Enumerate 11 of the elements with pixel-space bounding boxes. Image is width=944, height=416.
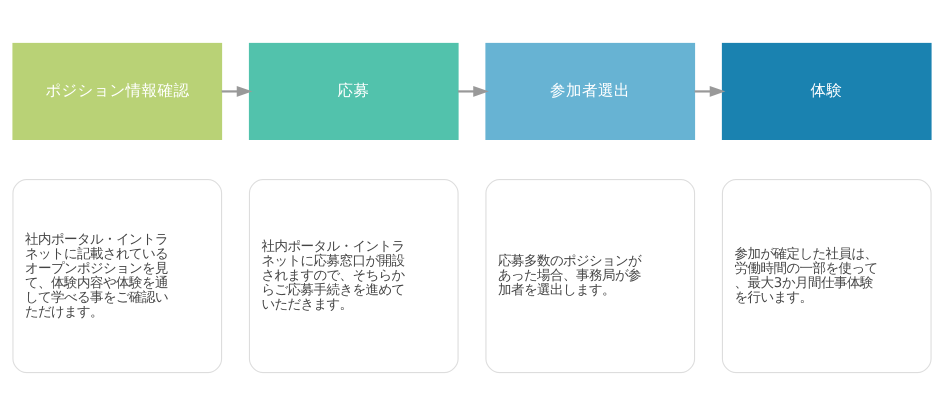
node-box: ポジション情報確認 [12, 42, 222, 140]
node-box: 体験 [722, 42, 932, 140]
node-box: 応募多数のポジションがあった場合、事務局が参加者を選出します。 [485, 179, 696, 374]
arrow [458, 86, 489, 97]
node-box: 参加者選出 [485, 42, 696, 140]
node-box: 社内ポータル・イントラネットに応募窓口が開設されますので、そちらからご応募手続きを進めていただきます。 [248, 179, 459, 374]
node-box: 参加が確定した社員は、労働時間の一部を使って、最大3か月間仕事体験を行います。 [722, 179, 932, 374]
arrow [222, 86, 252, 97]
node-box: 社内ポータル・イントラネットに記載されているオープンポジションを見て、体験内容や体験を通して学べる事をご確認いただけます。 [12, 179, 222, 374]
node-box: 応募 [248, 42, 459, 140]
arrow [694, 86, 726, 97]
